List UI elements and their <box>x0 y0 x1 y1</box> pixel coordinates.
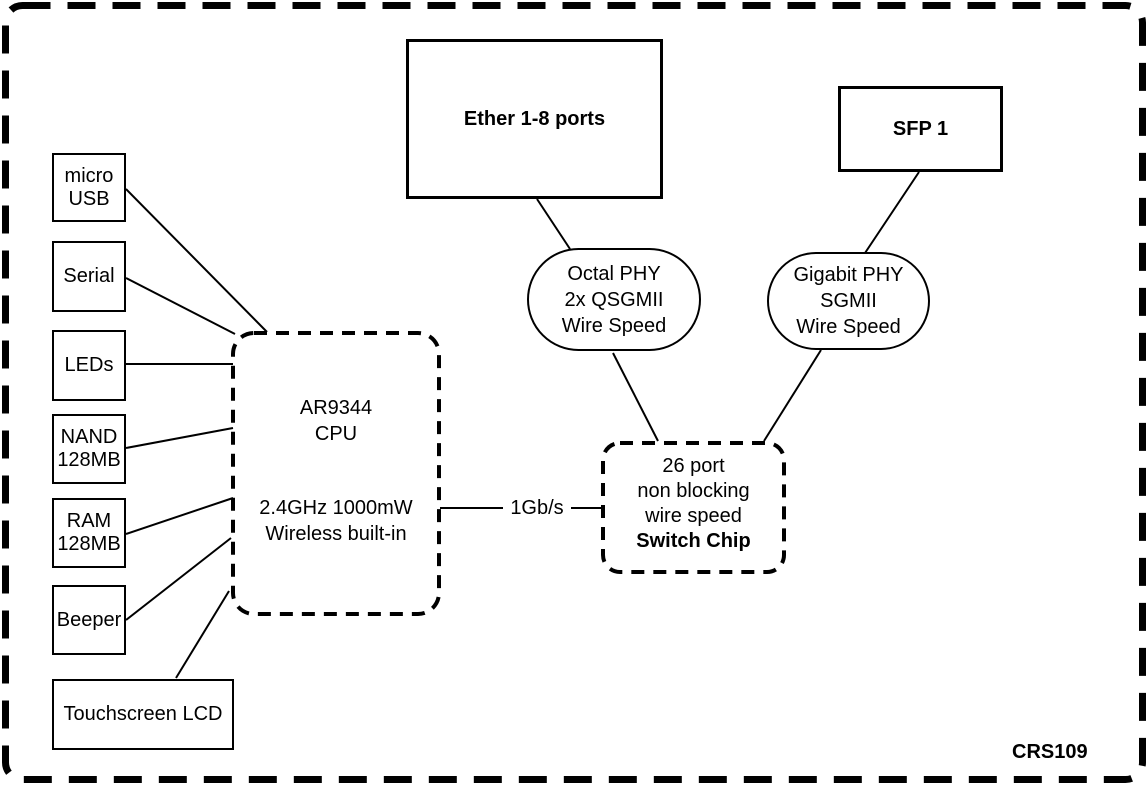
node-touchscreen-lcd: Touchscreen LCD <box>52 679 234 750</box>
connector-octalphy-switch <box>612 352 659 442</box>
connector-serial-cpu <box>125 277 236 335</box>
node-label: 128MB <box>57 449 121 471</box>
node-sfp: SFP 1 <box>838 86 1003 172</box>
node-label: SFP 1 <box>892 117 949 140</box>
connector-microusb-cpu <box>125 188 268 333</box>
node-label: Ether 1-8 ports <box>463 107 606 130</box>
node-label: LEDs <box>64 354 114 376</box>
connector-ether-octalphy <box>536 198 571 250</box>
node-label: Wire Speed <box>561 314 667 337</box>
connector-gigabitphy-switch <box>763 349 822 442</box>
link-speed-label: 1Gb/s <box>503 495 571 521</box>
cpu-detail-text: 2.4GHz 1000mW Wireless built-in <box>233 495 439 547</box>
node-label: RAM <box>66 510 112 532</box>
node-label-bold: Switch Chip <box>636 530 751 552</box>
node-micro-usb: micro USB <box>52 153 126 222</box>
node-label: 26 port <box>662 455 725 477</box>
node-nand: NAND 128MB <box>52 414 126 484</box>
connector-sfp-gigabitphy <box>864 171 920 254</box>
node-label: AR9344 <box>299 397 373 419</box>
node-label: USB <box>68 187 110 210</box>
link-speed-text: 1Gb/s <box>510 497 564 519</box>
node-gigabit-phy: Gigabit PHY SGMII Wire Speed <box>767 252 930 350</box>
connector-touchscreen-cpu <box>175 590 230 679</box>
node-octal-phy: Octal PHY 2x QSGMII Wire Speed <box>527 248 701 351</box>
node-serial: Serial <box>52 241 126 312</box>
node-label: Wire Speed <box>796 316 901 338</box>
node-label: micro <box>64 164 114 187</box>
node-ether-ports: Ether 1-8 ports <box>406 39 663 199</box>
node-label: non blocking <box>637 480 750 502</box>
node-label: CPU <box>314 423 358 445</box>
node-label: Beeper <box>56 608 122 631</box>
connector-ram-cpu <box>125 497 234 535</box>
connector-nand-cpu <box>125 427 234 449</box>
node-beeper: Beeper <box>52 585 126 655</box>
switch-chip-box-border <box>601 441 786 574</box>
node-label: NAND <box>60 426 118 448</box>
node-label: 128MB <box>57 533 121 555</box>
model-label: CRS109 <box>1012 741 1088 763</box>
switch-chip-text: 26 port non blocking wire speed Switch C… <box>603 454 784 554</box>
connector-beeper-cpu <box>125 537 232 621</box>
node-label: wire speed <box>645 505 742 527</box>
node-label: Serial <box>63 265 115 287</box>
cpu-name-text: AR9344 CPU <box>233 395 439 447</box>
model-label-text: CRS109 <box>1012 741 1088 763</box>
node-label: Wireless built-in <box>265 523 407 545</box>
cpu-box-border <box>231 331 441 616</box>
node-label: Octal PHY <box>567 262 661 285</box>
node-label: Touchscreen LCD <box>63 703 223 725</box>
node-label: SGMII <box>820 290 877 312</box>
node-leds: LEDs <box>52 330 126 401</box>
node-label: Gigabit PHY <box>793 264 904 286</box>
node-label: 2.4GHz 1000mW <box>259 497 413 519</box>
node-ram: RAM 128MB <box>52 498 126 568</box>
node-label: 2x QSGMII <box>564 288 664 311</box>
